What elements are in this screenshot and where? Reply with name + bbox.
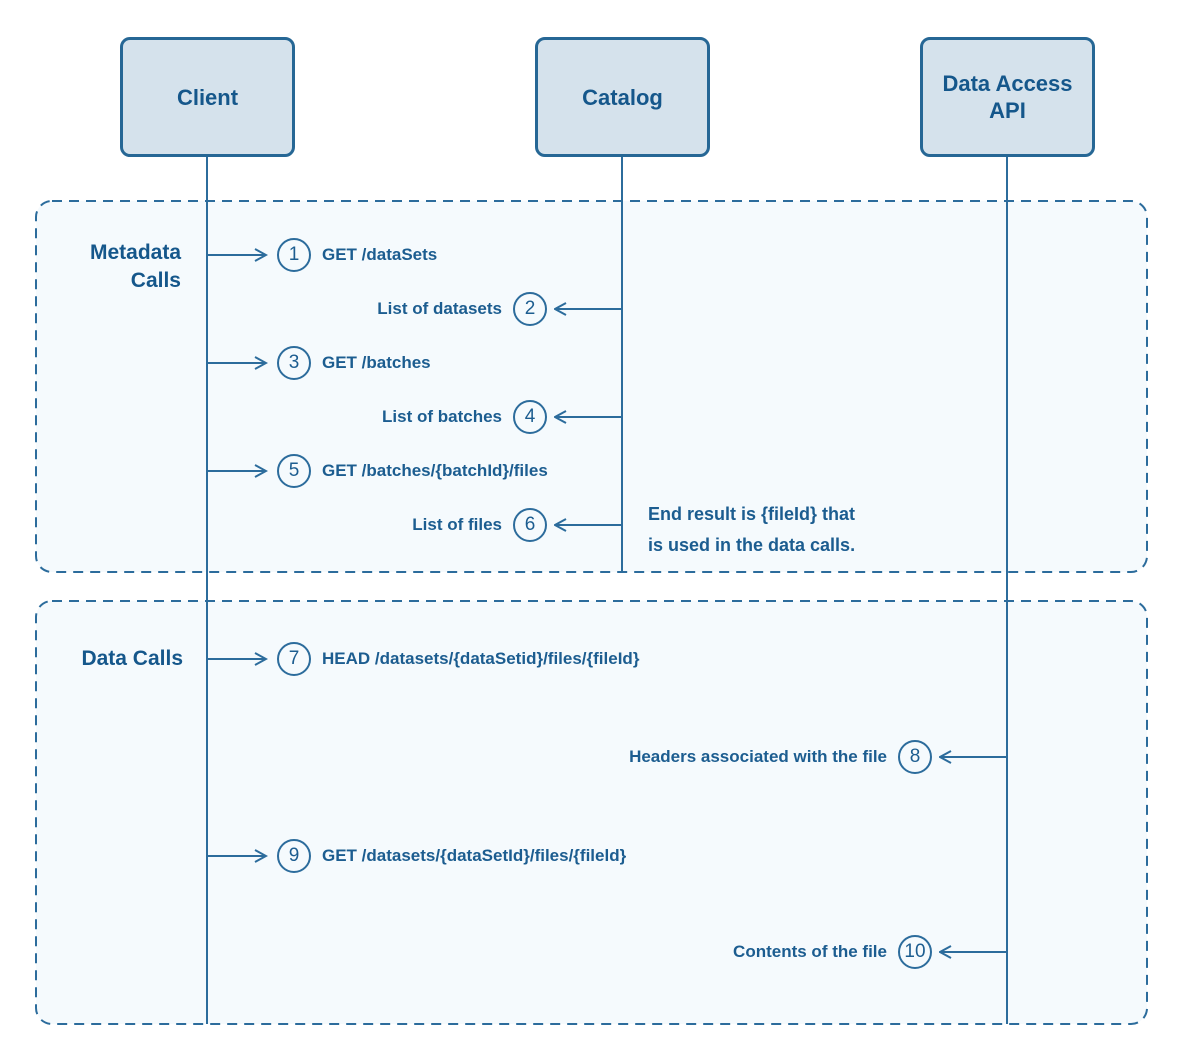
step-5: 5 GET /batches/{batchId}/files — [206, 454, 548, 488]
step-label: HEAD /datasets/{dataSetid}/files/{fileId… — [322, 649, 640, 668]
step-number-badge: 3 — [277, 346, 311, 380]
step-number-badge: 7 — [277, 642, 311, 676]
step-7: 7 HEAD /datasets/{dataSetid}/files/{file… — [206, 642, 639, 676]
arrow-left-icon — [554, 518, 622, 532]
arrow-left-icon — [554, 302, 622, 316]
step-label: GET /datasets/{dataSetId}/files/{fileld} — [322, 846, 627, 865]
step-10: Contents of the file 10 — [733, 935, 1007, 969]
step-number-badge: 5 — [277, 454, 311, 488]
step-label: GET /batches/{batchId}/files — [322, 461, 548, 480]
arrow-left-icon — [939, 945, 1007, 959]
step-number-badge: 2 — [513, 292, 547, 326]
step-label: Contents of the file — [733, 942, 887, 961]
actor-client-title: Client — [176, 84, 239, 110]
step-label: List of files — [412, 515, 502, 534]
arrow-right-icon — [206, 248, 268, 262]
actor-catalog-title: Catalog — [582, 84, 663, 110]
end-result-note: End result is {fileId} that is used in t… — [648, 499, 855, 561]
end-result-note-line2: is used in the data calls. — [648, 535, 856, 555]
step-3: 3 GET /batches — [206, 346, 431, 380]
step-2: List of datasets 2 — [377, 292, 622, 326]
step-6: List of files 6 — [412, 508, 622, 542]
actor-data-access-api: Data Access API — [920, 37, 1095, 157]
actor-client: Client — [120, 37, 295, 157]
step-number-badge: 10 — [898, 935, 932, 969]
section-label-data-calls: Data Calls — [81, 647, 183, 670]
step-4: List of batches 4 — [382, 400, 622, 434]
arrow-left-icon — [554, 410, 622, 424]
data-calls-panel — [35, 600, 1148, 1025]
step-number-badge: 9 — [277, 839, 311, 873]
step-8: Headers associated with the file 8 — [629, 740, 1007, 774]
arrow-right-icon — [206, 356, 268, 370]
step-label: GET /batches — [322, 353, 431, 372]
step-1: 1 GET /dataSets — [206, 238, 437, 272]
end-result-note-line1: End result is {fileId} that — [648, 504, 856, 524]
step-9: 9 GET /datasets/{dataSetId}/files/{filel… — [206, 839, 626, 873]
step-label: List of datasets — [377, 299, 502, 318]
step-label: List of batches — [382, 407, 502, 426]
step-number-badge: 1 — [277, 238, 311, 272]
metadata-calls-panel — [35, 200, 1148, 573]
arrow-right-icon — [206, 849, 268, 863]
step-number-badge: 6 — [513, 508, 547, 542]
actor-data-access-api-title: Data Access API — [942, 71, 1073, 123]
section-label-metadata-calls: Metadata Calls — [89, 241, 181, 292]
step-number-badge: 8 — [898, 740, 932, 774]
step-label: Headers associated with the file — [629, 747, 887, 766]
step-number-badge: 4 — [513, 400, 547, 434]
step-label: GET /dataSets — [322, 245, 438, 264]
arrow-right-icon — [206, 464, 268, 478]
arrow-left-icon — [939, 750, 1007, 764]
arrow-right-icon — [206, 652, 268, 666]
actor-catalog: Catalog — [535, 37, 710, 157]
